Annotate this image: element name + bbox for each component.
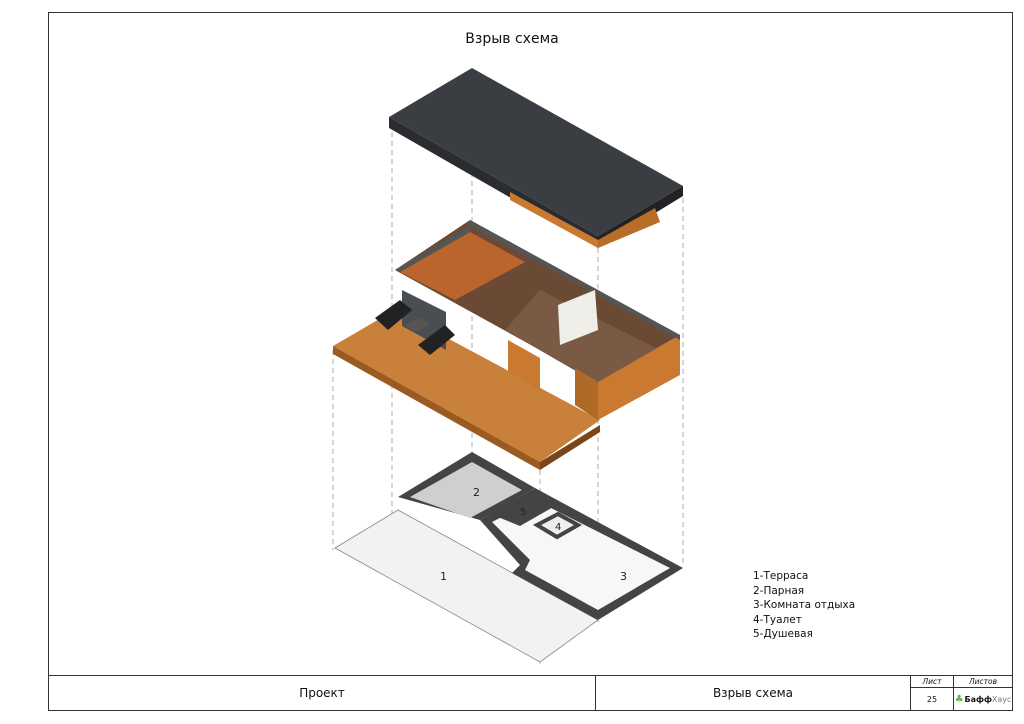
legend-item: 2-Парная: [753, 584, 805, 597]
plan-label-5: 5: [520, 507, 526, 518]
plan-label-4: 4: [555, 522, 561, 533]
title-block-project: Проект: [48, 675, 596, 711]
sheet-title: Взрыв схема: [465, 31, 559, 47]
legend-item: 5-Душевая: [753, 628, 813, 641]
logo-leaf-icon: ♣: [954, 693, 964, 705]
room-legend: 1-Терраса 2-Парная 3-Комната отдыха 4-Ту…: [753, 569, 855, 642]
plan-label-2: 2: [473, 486, 480, 499]
plan-label-3: 3: [620, 570, 627, 583]
legend-item: 4-Туалет: [753, 613, 802, 626]
plan-label-1: 1: [440, 570, 447, 583]
roof: [389, 68, 683, 248]
floor-plan: 2 1 3 4 5: [334, 452, 683, 663]
legend-item: 3-Комната отдыха: [753, 599, 856, 612]
title-block-drawing-name: Взрыв схема: [595, 675, 911, 711]
building-and-terrace: [333, 220, 680, 470]
sheet-number: 25: [910, 687, 954, 711]
legend-item: 1-Терраса: [753, 570, 809, 582]
